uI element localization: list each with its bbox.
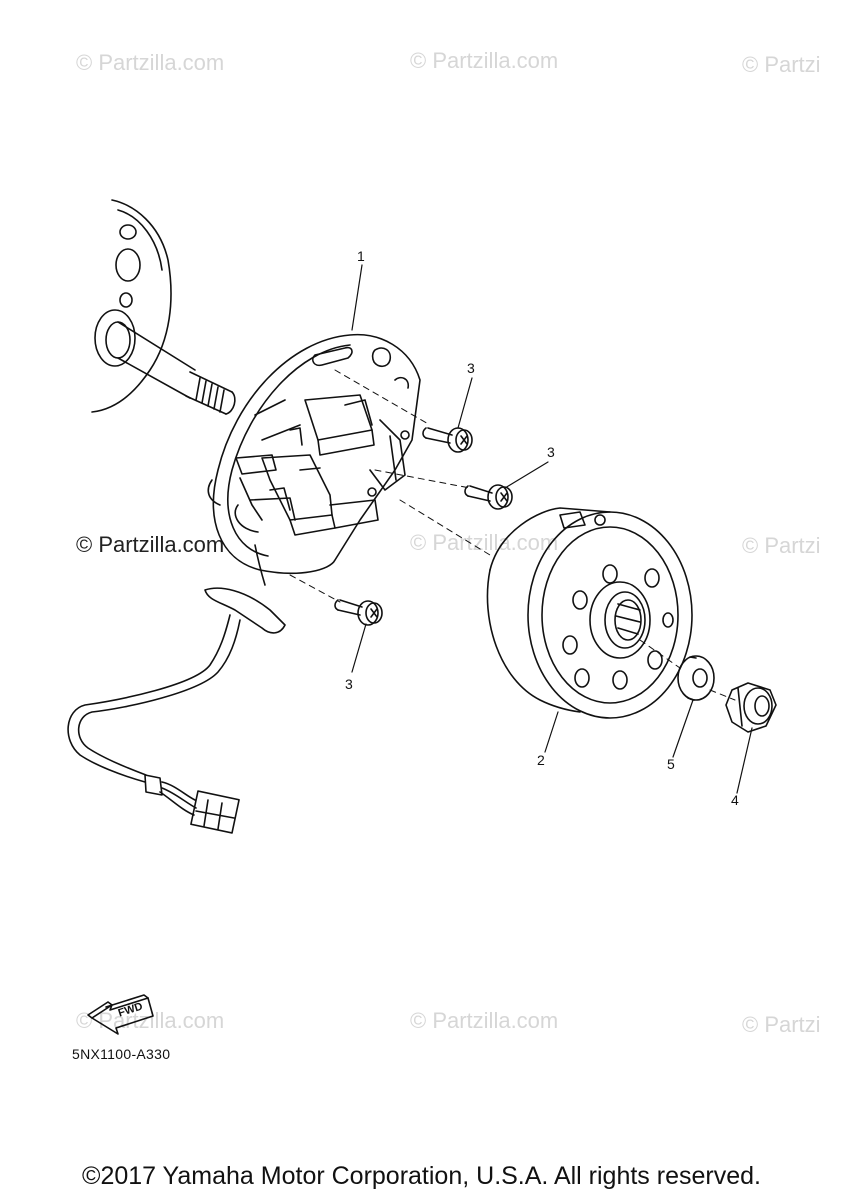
watermark: © Partzi [742, 1012, 821, 1037]
crankshaft [94, 309, 236, 415]
watermark: © Partzilla.com [76, 50, 225, 75]
fwd-arrow [87, 994, 154, 1035]
callout-part-3: 3 [345, 676, 353, 692]
copyright-notice: ©2017 Yamaha Motor Corporation, U.S.A. A… [82, 1162, 761, 1190]
nut [725, 682, 777, 733]
callout-part-1: 1 [357, 248, 365, 264]
screw-lower [334, 599, 383, 626]
callout-part-5: 5 [667, 756, 675, 772]
screw-upper [422, 427, 473, 453]
watermark: © Partzi [742, 52, 821, 77]
rotor [486, 507, 693, 719]
watermark: © Partzilla.com [410, 1008, 559, 1033]
wire-harness [67, 544, 286, 834]
watermark: © Partzi [742, 533, 821, 558]
callout-part-4: 4 [731, 792, 739, 808]
screw-middle [464, 484, 513, 510]
callout-part-2: 2 [537, 752, 545, 768]
callout-part-3: 3 [547, 444, 555, 460]
watermark-prominent: © Partzilla.com [76, 532, 225, 557]
watermark: © Partzilla.com [410, 48, 559, 73]
crankcase [91, 199, 172, 413]
callout-part-3: 3 [467, 360, 475, 376]
stator-assembly [207, 333, 421, 575]
washer [677, 655, 715, 701]
diagram-code: 5NX1100-A330 [72, 1046, 171, 1062]
watermark: © Partzilla.com [410, 530, 559, 555]
